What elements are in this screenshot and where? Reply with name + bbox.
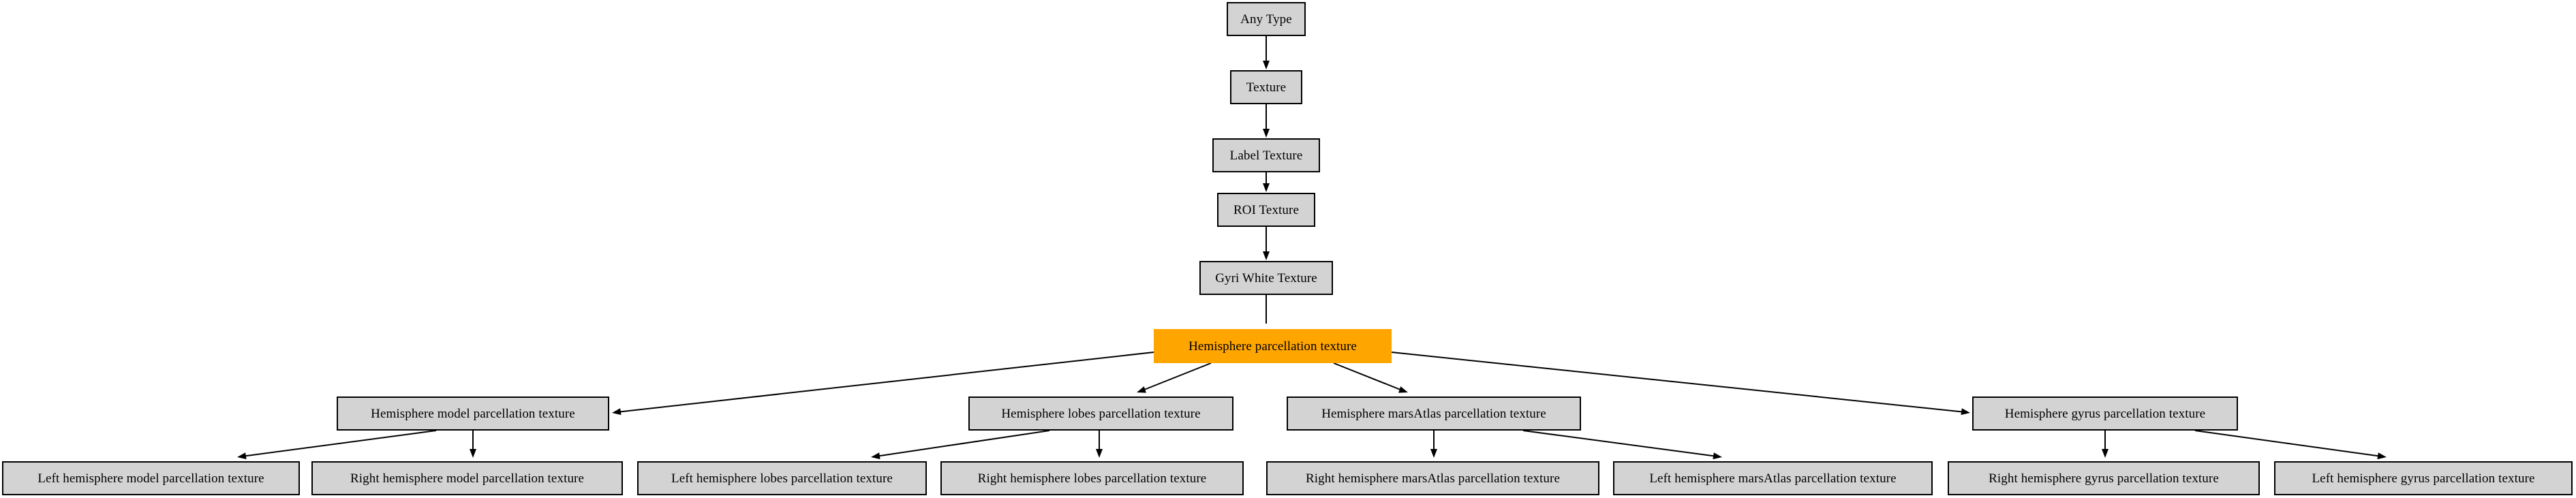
graph-node-label: Hemisphere parcellation texture <box>1189 339 1357 354</box>
edge-arrowhead <box>1137 386 1146 393</box>
graph-edge-texture-to-label_texture <box>1263 104 1270 138</box>
edge-arrowhead <box>1263 129 1270 138</box>
graph-edge-hemi_parcel-to-hemi_marsatlas <box>1333 362 1408 393</box>
graph-edge-hemi_marsatlas-to-right_marsatlas <box>1430 431 1437 458</box>
edge-arrowhead <box>2377 452 2387 460</box>
graph-node-label: Hemisphere marsAtlas parcellation textur… <box>1321 406 1546 421</box>
graph-node-label: Left hemisphere marsAtlas parcellation t… <box>1649 471 1897 486</box>
graph-node-label: Right hemisphere gyrus parcellation text… <box>1989 471 2219 486</box>
graph-edge-any_type-to-texture <box>1263 36 1270 69</box>
edge-arrowhead <box>1096 449 1103 458</box>
edge-arrowhead <box>871 452 880 460</box>
graph-node-left_lobes[interactable]: Left hemisphere lobes parcellation textu… <box>637 461 927 495</box>
graph-edge-hemi_model-to-left_model <box>237 430 437 460</box>
edge-arrowhead <box>470 449 476 458</box>
graph-edge-hemi_lobes-to-left_lobes <box>871 430 1050 460</box>
graph-node-any_type[interactable]: Any Type <box>1227 2 1306 36</box>
graph-edge-hemi_gyrus-to-left_gyrus <box>2194 430 2387 460</box>
graph-node-right_model[interactable]: Right hemisphere model parcellation text… <box>311 461 623 495</box>
edge-layer <box>237 36 2387 460</box>
edge-arrowhead <box>1263 183 1270 192</box>
graph-node-label: Right hemisphere model parcellation text… <box>350 471 585 486</box>
edge-arrowhead <box>1263 251 1270 260</box>
graph-node-label: Right hemisphere marsAtlas parcellation … <box>1306 471 1560 486</box>
graph-node-label: Any Type <box>1240 12 1292 27</box>
graph-node-right_marsatlas[interactable]: Right hemisphere marsAtlas parcellation … <box>1266 461 1599 495</box>
graph-node-label: Hemisphere model parcellation texture <box>371 406 575 421</box>
graph-node-label: Left hemisphere gyrus parcellation textu… <box>2312 471 2535 486</box>
edge-arrowhead <box>1430 449 1437 458</box>
graph-node-right_gyrus[interactable]: Right hemisphere gyrus parcellation text… <box>1948 461 2260 495</box>
graph-node-right_lobes[interactable]: Right hemisphere lobes parcellation text… <box>940 461 1244 495</box>
graph-node-label: Hemisphere lobes parcellation texture <box>1001 406 1201 421</box>
graph-node-texture[interactable]: Texture <box>1230 70 1302 104</box>
graph-node-left_gyrus[interactable]: Left hemisphere gyrus parcellation textu… <box>2274 461 2573 495</box>
graph-edge-label_texture-to-roi_texture <box>1263 172 1270 192</box>
graph-node-hemi_gyrus[interactable]: Hemisphere gyrus parcellation texture <box>1972 396 2238 431</box>
edge-arrowhead <box>1398 386 1408 393</box>
graph-node-hemi_lobes[interactable]: Hemisphere lobes parcellation texture <box>968 396 1233 431</box>
graph-edge-roi_texture-to-gyri_white <box>1263 227 1270 260</box>
graph-node-left_marsatlas[interactable]: Left hemisphere marsAtlas parcellation t… <box>1613 461 1933 495</box>
graph-edge-hemi_lobes-to-right_lobes <box>1096 431 1103 458</box>
graph-node-label: Gyri White Texture <box>1215 270 1317 285</box>
edge-arrowhead <box>237 452 247 460</box>
graph-node-label: Left hemisphere model parcellation textu… <box>37 471 264 486</box>
graph-node-label_texture[interactable]: Label Texture <box>1212 138 1320 172</box>
edge-arrowhead <box>1263 61 1270 69</box>
edge-arrowhead <box>1713 452 1722 460</box>
graph-node-label: Right hemisphere lobes parcellation text… <box>977 471 1207 486</box>
graph-edge-hemi_model-to-right_model <box>470 431 476 458</box>
graph-node-left_model[interactable]: Left hemisphere model parcellation textu… <box>2 461 300 495</box>
graph-node-gyri_white[interactable]: Gyri White Texture <box>1199 261 1333 295</box>
edge-arrowhead <box>612 408 622 416</box>
graph-edge-hemi_gyrus-to-right_gyrus <box>2102 431 2109 458</box>
graph-node-label: Label Texture <box>1229 148 1303 163</box>
graph-node-label: Texture <box>1246 80 1287 95</box>
graph-edge-hemi_marsatlas-to-left_marsatlas <box>1522 430 1722 460</box>
graph-edge-hemi_parcel-to-hemi_lobes <box>1137 362 1212 393</box>
graph-node-hemi_marsatlas[interactable]: Hemisphere marsAtlas parcellation textur… <box>1287 396 1581 431</box>
graph-node-label: Left hemisphere lobes parcellation textu… <box>671 471 893 486</box>
graph-node-hemi_model[interactable]: Hemisphere model parcellation texture <box>337 396 609 431</box>
edge-arrowhead <box>1961 408 1970 416</box>
graph-node-roi_texture[interactable]: ROI Texture <box>1217 193 1315 227</box>
graph-node-label: Hemisphere gyrus parcellation texture <box>2004 406 2206 421</box>
graph-node-hemi_parcel[interactable]: Hemisphere parcellation texture <box>1154 329 1392 363</box>
edge-arrowhead <box>2102 449 2109 458</box>
graph-node-label: ROI Texture <box>1233 202 1299 217</box>
